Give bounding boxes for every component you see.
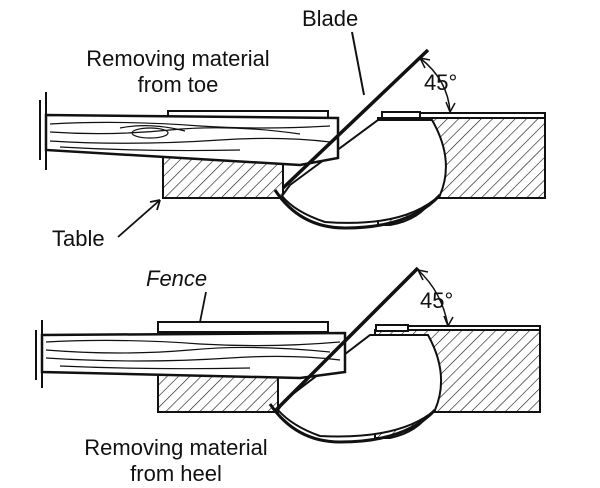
bottom-angle-arrow-down bbox=[443, 315, 454, 327]
top-arc bbox=[273, 189, 442, 230]
bottom-wood-grain bbox=[45, 339, 341, 370]
bottom-angle-arrow-up bbox=[417, 269, 429, 281]
bottom-table-surface bbox=[376, 325, 541, 332]
bottom-illustration bbox=[35, 266, 541, 444]
bottom-caption: Removing material from heel bbox=[52, 435, 300, 487]
bottom-throat bbox=[276, 334, 443, 438]
top-angle-arrow-down bbox=[445, 101, 456, 113]
top-table-surface bbox=[382, 112, 546, 120]
bottom-arc bbox=[268, 403, 437, 444]
bottom-caption-line2: from heel bbox=[130, 461, 222, 486]
top-caption-line1: Removing material bbox=[86, 46, 270, 71]
top-angle-arrow-up bbox=[419, 57, 431, 69]
bottom-table-block bbox=[157, 374, 279, 413]
bottom-board-end bbox=[35, 320, 43, 388]
bottom-angle-label: 45° bbox=[420, 288, 454, 313]
top-blade-leader bbox=[351, 31, 365, 96]
table-leader-arrow bbox=[149, 199, 161, 211]
table-leader bbox=[117, 199, 161, 238]
bottom-fence bbox=[157, 321, 329, 333]
fence-leader bbox=[199, 291, 207, 323]
top-outfeed-plate bbox=[381, 111, 421, 119]
top-throat bbox=[280, 119, 447, 224]
bottom-workpiece bbox=[40, 331, 347, 380]
top-blade bbox=[281, 48, 430, 190]
fence-label: Fence bbox=[146, 266, 208, 291]
top-angle-label: 45° bbox=[424, 70, 458, 95]
top-board-end bbox=[39, 92, 47, 170]
top-caption: Removing material from toe bbox=[50, 46, 306, 98]
top-illustration bbox=[39, 31, 546, 238]
bottom-outfeed-plate bbox=[375, 324, 409, 332]
table-label: Table bbox=[52, 226, 105, 251]
top-wood-grain bbox=[49, 121, 331, 152]
blade-label: Blade bbox=[302, 6, 359, 31]
top-angle-arc bbox=[419, 57, 451, 113]
top-caption-line2: from toe bbox=[137, 72, 219, 97]
bottom-caption-line1: Removing material bbox=[84, 435, 268, 460]
bottom-blade bbox=[274, 266, 420, 412]
bottom-angle-arc bbox=[417, 269, 449, 327]
